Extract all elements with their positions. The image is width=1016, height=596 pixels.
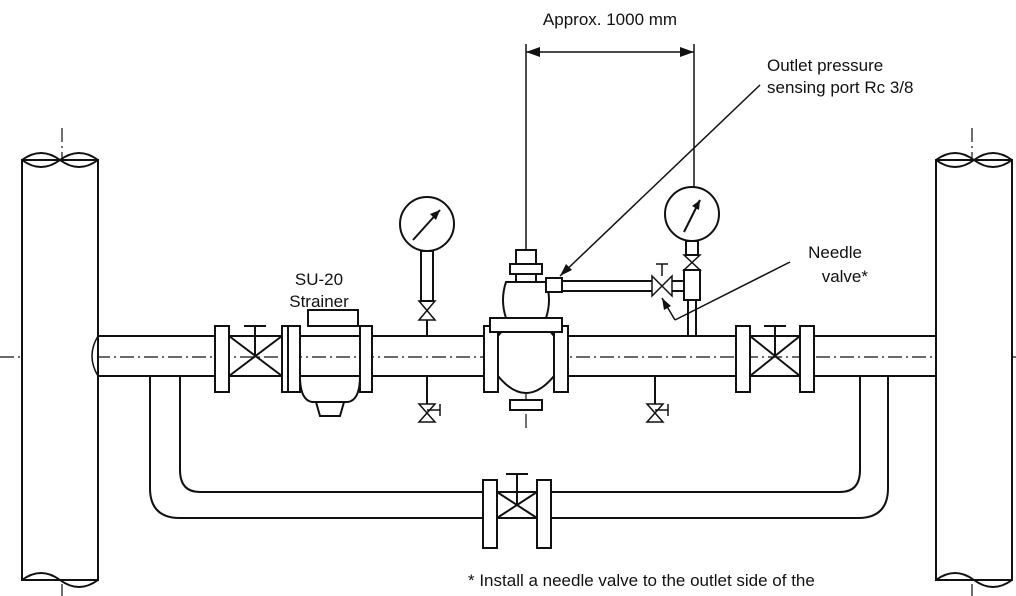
outlet-sensing-line [545, 263, 690, 298]
outlet-port-label-line1: Outlet pressure [767, 56, 883, 75]
pressure-reducing-valve [483, 249, 569, 411]
strainer [287, 309, 373, 417]
left-gate-valve [214, 325, 297, 393]
needle-valve-label-line2: valve* [822, 267, 869, 286]
outlet-pressure-gauge [664, 186, 720, 336]
needle-valve-label-line1: Needle [808, 243, 862, 262]
inlet-pressure-gauge [399, 196, 455, 336]
dimension-label: Approx. 1000 mm [543, 10, 677, 29]
right-header-pipe [935, 152, 1013, 588]
leader-lines [559, 84, 791, 321]
outlet-drain-valve [645, 376, 669, 423]
strainer-label-line2: Strainer [289, 292, 349, 311]
right-gate-valve [735, 325, 815, 393]
footnote: * Install a needle valve to the outlet s… [468, 571, 815, 590]
dimension-marker [525, 44, 695, 250]
bypass-gate-valve [482, 473, 552, 549]
outlet-port-label-line2: sensing port Rc 3/8 [767, 78, 913, 97]
bypass-pipe [149, 376, 889, 519]
left-header-pipe [21, 152, 99, 588]
strainer-label-line1: SU-20 [295, 270, 343, 289]
inlet-drain-valve [417, 376, 441, 423]
